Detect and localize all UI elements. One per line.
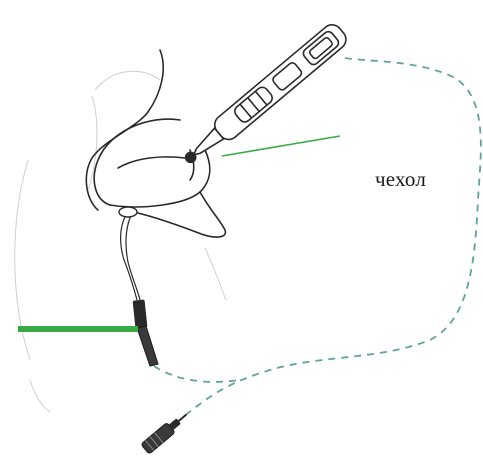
cover-outline: [154, 58, 481, 418]
connector-icon: [133, 299, 158, 366]
plug-icon: [141, 410, 191, 455]
cover-label: чехол: [375, 167, 426, 192]
wire: [119, 207, 140, 300]
handpiece-pointer: [222, 136, 340, 156]
